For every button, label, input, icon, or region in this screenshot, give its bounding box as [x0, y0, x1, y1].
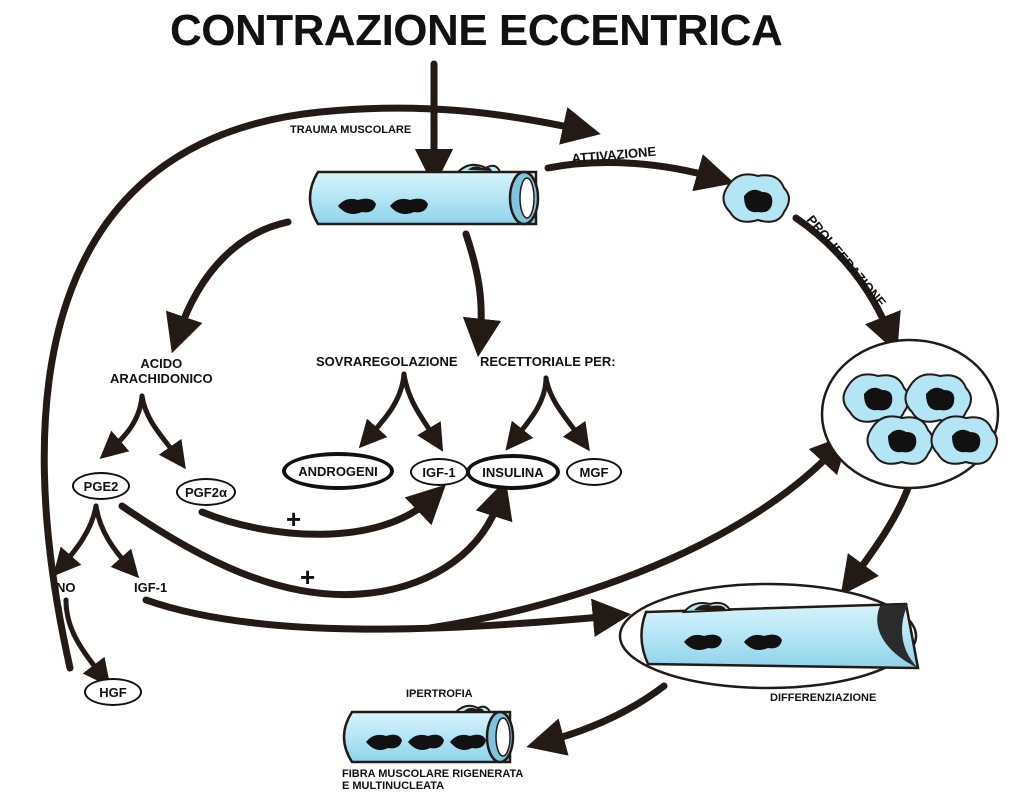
label-acido: ACIDO ARACHIDONICO: [110, 356, 213, 386]
plus-sign-2: +: [300, 562, 316, 592]
node-insulina: INSULINA: [466, 454, 560, 490]
arrow-no-to-hgf: [63, 597, 111, 687]
arrow-acido-to-pge2: [99, 393, 145, 460]
regenerated-fiber: [342, 704, 515, 764]
arrow-pgf2a-to-igf1: [198, 484, 446, 538]
label-differenziazione: DIFFERENZIAZIONE: [770, 692, 877, 704]
muscle-fiber-injured: [308, 163, 540, 226]
label-fibra-line1: FIBRA MUSCOLARE RIGENERATA: [342, 768, 524, 780]
arrow-pge2-to-insulina: [118, 479, 513, 599]
arrow-attivazione: [544, 154, 735, 192]
label-proliferazione: PROLIFERAZIONE: [804, 212, 890, 310]
page-title: CONTRAZIONE ECCENTRICA: [170, 6, 783, 55]
label-no: NO: [56, 580, 76, 595]
arrow-proliferazione: [792, 214, 901, 353]
arrow-acido-to-pgf2a: [139, 393, 186, 470]
label-fibra-rigenerata: FIBRA MUSCOLARE RIGENERATA E MULTINUCLEA…: [342, 768, 523, 792]
node-igf1: IGF-1: [410, 458, 468, 486]
arrow-sovra-to-androgeni: [358, 371, 407, 449]
node-mgf: MGF: [566, 458, 622, 486]
label-recettoriale: RECETTORIALE PER:: [480, 354, 616, 369]
arrow-igf1-to-diff: [142, 596, 632, 637]
satellite-cell-activated: [722, 173, 790, 223]
arrow-cluster-to-diff: [840, 484, 912, 596]
label-ipertrofia: IPERTROFIA: [406, 688, 473, 700]
node-androgeni: ANDROGENI: [282, 452, 394, 490]
arrow-recet-to-insulina: [505, 375, 549, 451]
arrow-hgf-loop: [40, 104, 601, 672]
label-igf1-left: IGF-1: [134, 580, 168, 595]
arrow-to-cluster: [426, 433, 850, 632]
arrow-pge2-to-no: [52, 503, 99, 577]
arrow-fiber-to-acido: [165, 218, 292, 354]
label-trauma: TRAUMA MUSCOLARE: [290, 124, 412, 136]
label-fibra-line2: E MULTINUCLEATA: [342, 780, 445, 792]
label-sovraregolazione: SOVRAREGOLAZIONE: [316, 354, 458, 369]
differentiating-fiber: [618, 582, 920, 690]
label-acido-line1: ACIDO: [140, 356, 183, 371]
label-acido-line2: ARACHIDONICO: [110, 371, 213, 386]
node-hgf: HGF: [84, 678, 142, 706]
arrow-diff-to-ipertrofia: [526, 682, 668, 756]
node-pge2: PGE2: [72, 472, 130, 500]
arrow-pge2-to-igf1: [93, 503, 140, 579]
plus-sign-1: +: [286, 504, 302, 534]
node-pgf2a: PGF2α: [176, 478, 236, 506]
label-attivazione: ATTIVAZIONE: [571, 144, 657, 166]
arrow-fiber-to-sovra: [462, 230, 502, 358]
arrow-recet-to-mgf: [543, 375, 590, 452]
proliferating-cells-cluster: [820, 338, 1000, 490]
arrow-sovra-to-igf1: [401, 371, 444, 452]
